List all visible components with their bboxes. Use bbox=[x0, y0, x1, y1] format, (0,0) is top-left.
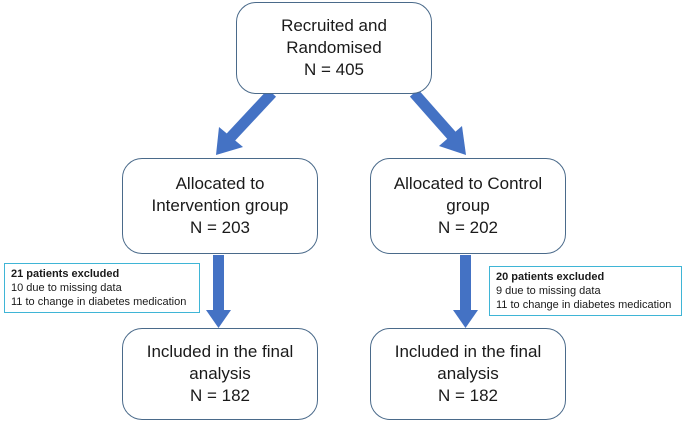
recruited-randomised-box: Recruited and Randomised N = 405 bbox=[236, 2, 432, 94]
intervention-final-line2: analysis bbox=[189, 364, 251, 383]
arrow-to-intervention bbox=[216, 89, 277, 155]
intervention-exclusion-title: 21 patients excluded bbox=[11, 268, 120, 280]
intervention-allocation-box: Allocated to Intervention group N = 203 bbox=[122, 158, 318, 254]
recruited-count: N = 405 bbox=[303, 60, 364, 79]
intervention-exclusion-medication: 11 to change in diabetes medication bbox=[11, 296, 187, 308]
control-exclusion-medication: 11 to change in diabetes medication bbox=[496, 299, 672, 311]
control-final-line1: Included in the final bbox=[394, 342, 542, 361]
control-final-count: N = 182 bbox=[437, 386, 498, 405]
intervention-exclusion-missing: 10 due to missing data bbox=[11, 282, 122, 294]
intervention-final-line1: Included in the final bbox=[146, 342, 294, 361]
intervention-exclusion-box: 21 patients excluded 10 due to missing d… bbox=[4, 263, 200, 313]
intervention-final-count: N = 182 bbox=[189, 386, 250, 405]
arrow-intervention-to-final bbox=[206, 255, 231, 328]
intervention-final-box: Included in the final analysis N = 182 bbox=[122, 328, 318, 420]
intervention-count: N = 203 bbox=[189, 218, 250, 237]
arrow-to-control bbox=[409, 89, 466, 155]
control-allocation-box: Allocated to Control group N = 202 bbox=[370, 158, 566, 254]
control-count: N = 202 bbox=[437, 218, 498, 237]
control-exclusion-missing: 9 due to missing data bbox=[496, 285, 601, 297]
arrow-control-to-final bbox=[453, 255, 478, 328]
control-exclusion-box: 20 patients excluded 9 due to missing da… bbox=[489, 266, 682, 316]
recruited-line2: Randomised bbox=[286, 38, 382, 57]
control-final-box: Included in the final analysis N = 182 bbox=[370, 328, 566, 420]
recruited-line1: Recruited and bbox=[281, 16, 387, 35]
control-final-line2: analysis bbox=[437, 364, 499, 383]
intervention-line1: Allocated to bbox=[175, 174, 265, 193]
control-line1: Allocated to Control bbox=[393, 174, 543, 193]
intervention-line2: Intervention group bbox=[151, 196, 289, 215]
control-exclusion-title: 20 patients excluded bbox=[496, 271, 605, 283]
control-line2: group bbox=[446, 196, 490, 215]
